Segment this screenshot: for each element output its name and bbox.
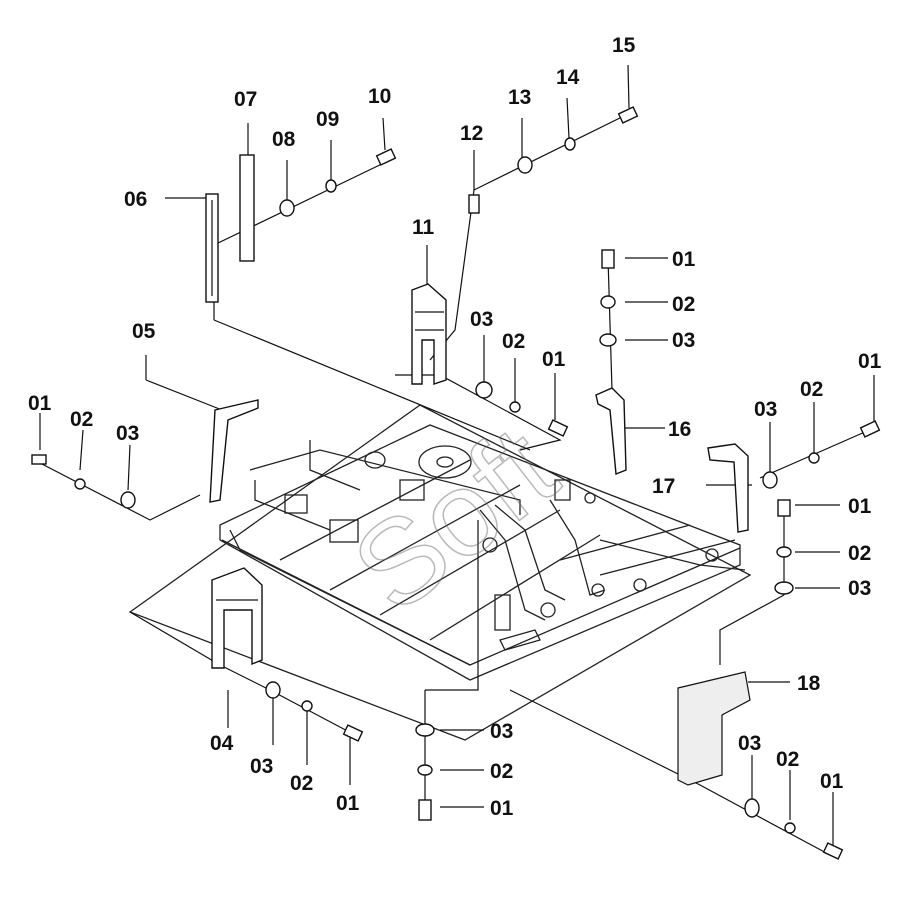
part-06-bracket (205, 193, 219, 303)
label-13: 13 (508, 86, 531, 109)
part-18-cover (677, 671, 751, 786)
label-03-lower-right: 03 (738, 732, 761, 755)
label-15: 15 (612, 34, 636, 57)
label-03-right: 03 (754, 398, 777, 421)
label-06: 06 (124, 188, 147, 211)
hardware-set-f (744, 798, 844, 860)
label-03-lower-left: 03 (250, 755, 273, 778)
hardware-set-c (599, 249, 617, 347)
part-07-plate (239, 154, 255, 262)
part-08-washer (279, 199, 295, 217)
label-03-mid-right: 03 (848, 577, 871, 600)
label-09: 09 (316, 108, 339, 131)
label-01-lower-right: 01 (820, 770, 844, 793)
part-17-bracket (707, 443, 749, 533)
part-labels: 15 14 13 12 07 08 09 10 06 11 05 01 02 0… (28, 34, 882, 820)
assembly-lines (39, 64, 875, 856)
part-10-bolt (375, 148, 397, 166)
hardware-set-a (31, 454, 136, 509)
label-05: 05 (132, 320, 156, 343)
part-16-bracket (595, 387, 627, 475)
label-01-center: 01 (542, 348, 566, 371)
label-16: 16 (668, 418, 691, 441)
hardware-set-b (475, 381, 569, 437)
label-03-upper-right: 03 (672, 329, 695, 352)
label-02-center: 02 (502, 330, 525, 353)
label-10: 10 (368, 85, 391, 108)
label-12: 12 (460, 122, 483, 145)
label-08: 08 (272, 128, 296, 151)
part-09-lock-washer (325, 179, 337, 193)
label-04: 04 (210, 732, 234, 755)
label-18: 18 (797, 672, 821, 695)
watermark-text: Soft (329, 401, 580, 638)
part-04-frame-bracket (211, 567, 263, 669)
label-02-lower-left: 02 (290, 772, 313, 795)
hardware-set-h (415, 723, 435, 821)
part-05-bracket (209, 399, 259, 503)
label-02-lower-right: 02 (776, 748, 799, 771)
label-03-center: 03 (470, 308, 493, 331)
label-17: 17 (652, 475, 675, 498)
label-02-right: 02 (800, 378, 823, 401)
main-frame (128, 404, 752, 741)
label-01-mid-right: 01 (848, 495, 872, 518)
part-13-washer (517, 156, 533, 174)
label-02-mid-right: 02 (848, 542, 871, 565)
label-02-upper-right: 02 (672, 293, 695, 316)
label-01-right: 01 (858, 350, 882, 373)
part-12-pin (468, 194, 480, 214)
hardware-set-d (762, 420, 881, 489)
part-14-lock-washer (564, 137, 576, 151)
label-02-bottom: 02 (490, 760, 513, 783)
label-01-left: 01 (28, 392, 52, 415)
part-15-bolt (617, 106, 639, 124)
label-14: 14 (556, 66, 580, 89)
part-11-frame-bracket (411, 283, 447, 385)
hardware-set-g (265, 681, 364, 742)
label-03-bottom: 03 (490, 720, 513, 743)
label-07: 07 (234, 88, 257, 111)
label-11: 11 (412, 216, 435, 239)
label-02-left: 02 (70, 408, 93, 431)
label-01-upper-right: 01 (672, 248, 696, 271)
label-03-left: 03 (116, 422, 139, 445)
label-01-lower-left: 01 (336, 792, 360, 815)
hardware-set-e (774, 499, 794, 595)
label-01-bottom: 01 (490, 797, 514, 820)
